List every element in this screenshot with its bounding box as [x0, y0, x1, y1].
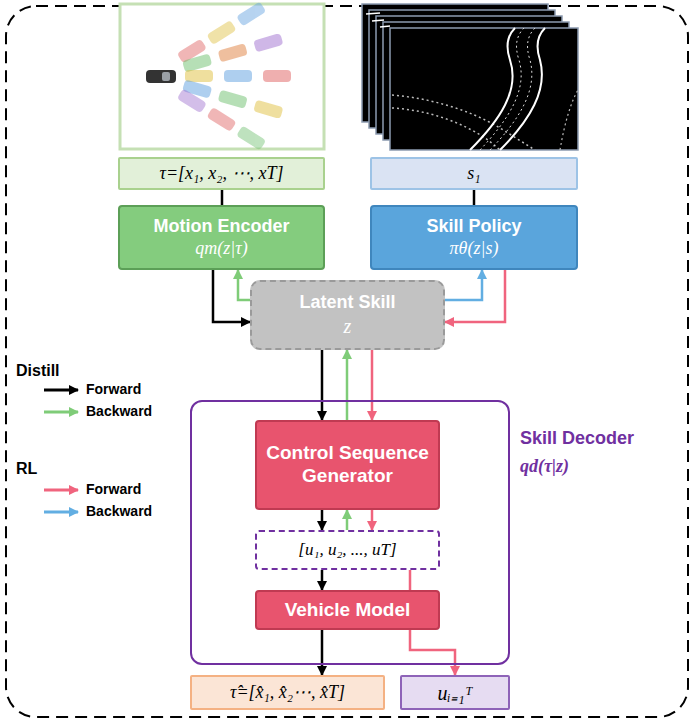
latent-box: Latent Skillz	[250, 280, 445, 350]
legend-text: Backward	[86, 403, 152, 420]
legend-arrow	[44, 489, 78, 492]
legend-text: Backward	[86, 503, 152, 520]
node-title: Skill Policy	[426, 216, 521, 238]
flow-arrow	[321, 570, 324, 590]
process-box: Vehicle Model	[255, 590, 440, 630]
flow-arrow	[221, 190, 224, 205]
process-box: Control Sequence Generator	[255, 420, 440, 510]
flow-arrow	[321, 510, 324, 530]
trajectory-box: τ=[x₁, x₂, ⋯, xT]	[118, 157, 325, 190]
legend-heading: Distill	[16, 361, 60, 380]
legend-text: Forward	[86, 481, 141, 498]
node-title: [u₁, u₂, ..., uT]	[298, 540, 396, 560]
node-title: uᵢ₌₁ᵀ	[438, 681, 473, 705]
flow-arrow	[238, 270, 250, 300]
road-map-stack	[362, 4, 578, 150]
flow-arrow	[371, 510, 374, 530]
flow-arrow	[321, 630, 324, 675]
control-output-box: uᵢ₌₁ᵀ	[400, 675, 510, 710]
node-title: τ=[x₁, x₂, ⋯, xT]	[159, 163, 283, 185]
node-title: τ̂=[x̂₁, x̂₂⋯, x̂T]	[230, 682, 345, 704]
flow-arrow	[445, 270, 505, 322]
group-formula: qd(τ|z)	[520, 456, 634, 478]
flow-arrow	[346, 510, 349, 530]
node-formula: z	[344, 314, 352, 338]
state-box: s₁	[370, 157, 578, 190]
flow-arrow	[371, 350, 374, 420]
node-formula: qm(z|τ)	[195, 238, 247, 260]
node-title: Vehicle Model	[285, 599, 411, 622]
policy-box: Skill Policyπθ(z|s)	[370, 205, 578, 270]
legend-samples	[44, 390, 78, 512]
node-title: Control Sequence Generator	[265, 442, 430, 488]
heading-group: Skill Decoder qd(τ|z)	[520, 428, 634, 483]
flow-arrow	[213, 270, 250, 322]
outer-frame	[6, 6, 688, 717]
legend-text: Forward	[86, 381, 141, 398]
flow-arrow	[445, 270, 482, 300]
node-title: Motion Encoder	[154, 216, 290, 238]
node-title: Latent Skill	[299, 292, 395, 314]
sequence-box: [u₁, u₂, ..., uT]	[255, 530, 440, 570]
decoder-group: Skill Decoderqd(τ|z)Control Sequence Gen…	[190, 400, 510, 665]
flow-arrow	[346, 350, 349, 420]
encoder-box: Motion Encoderqm(z|τ)	[118, 205, 325, 270]
group-title: Skill Decoder	[520, 428, 634, 450]
output-box: τ̂=[x̂₁, x̂₂⋯, x̂T]	[190, 675, 385, 710]
legend-arrow	[44, 389, 78, 392]
node-formula: πθ(z|s)	[450, 238, 499, 260]
flow-arrow	[473, 190, 476, 205]
trajectory-picture	[120, 1, 324, 150]
legend-arrow	[44, 411, 78, 414]
legend-arrow	[44, 511, 78, 514]
node-title: s₁	[467, 163, 480, 185]
legend-heading: RL	[16, 459, 37, 478]
flow-arrow	[321, 350, 324, 420]
